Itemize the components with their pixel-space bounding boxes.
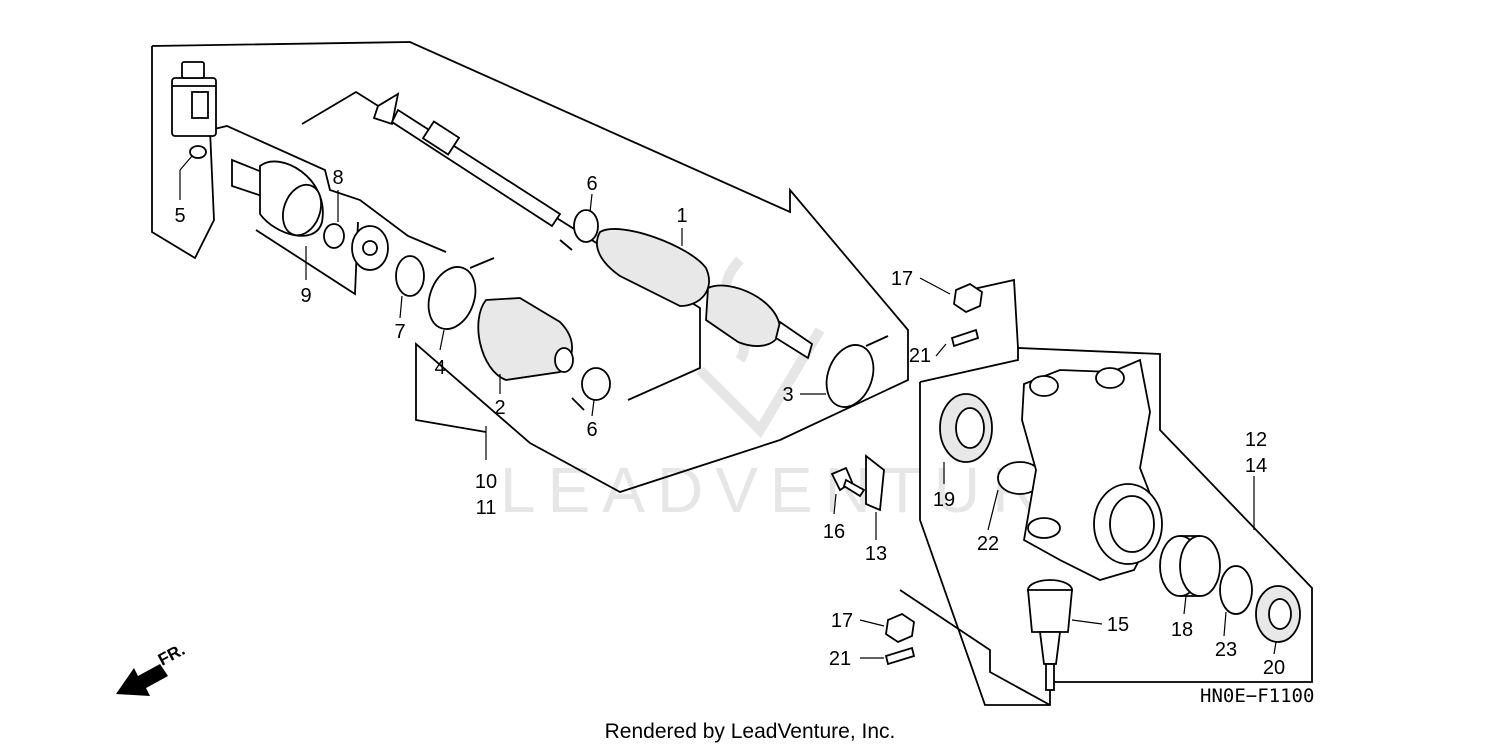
callout-12: 12 xyxy=(1245,429,1267,451)
ball-joint-15 xyxy=(1027,579,1073,691)
brake-hose-clamp-13 xyxy=(865,454,885,512)
circlip-7 xyxy=(395,255,425,297)
boot-band-6-upper xyxy=(559,209,599,251)
oil-seal-20 xyxy=(1255,585,1301,643)
driveshaft xyxy=(372,92,562,228)
callout-22: 22 xyxy=(977,533,999,555)
cotter-pin-21-lower xyxy=(884,646,916,666)
boot-band-6-lower xyxy=(571,367,611,411)
callout-8: 8 xyxy=(332,167,343,189)
callout-5: 5 xyxy=(174,205,185,227)
o-ring-5 xyxy=(189,145,207,159)
group-outlines xyxy=(151,41,1313,706)
callout-21-upper: 21 xyxy=(909,345,931,367)
callout-20: 20 xyxy=(1263,657,1285,679)
watermark-text: LEADVENTURE xyxy=(500,454,1105,526)
callout-2: 2 xyxy=(494,397,505,419)
callout-14: 14 xyxy=(1245,455,1267,477)
snap-ring-23 xyxy=(1219,565,1253,615)
inner-boot-2 xyxy=(477,297,574,381)
outer-joint xyxy=(705,284,814,360)
callout-11: 11 xyxy=(476,497,497,519)
castle-nut-17-upper xyxy=(953,282,983,314)
callout-4: 4 xyxy=(434,357,445,379)
callout-13: 13 xyxy=(865,543,887,565)
leader-lines xyxy=(179,155,1277,659)
boot-band-3 xyxy=(825,335,889,408)
oil-seal-19 xyxy=(939,393,993,463)
boot-band-4 xyxy=(427,257,495,330)
callout-21-lower: 21 xyxy=(829,648,851,670)
castle-nut-17-lower xyxy=(885,612,915,644)
diagram-code: HN0E−F1100 xyxy=(1200,685,1314,707)
wheel-bearing-18 xyxy=(1159,535,1221,597)
callout-15: 15 xyxy=(1107,614,1129,636)
callout-1: 1 xyxy=(676,205,687,227)
steering-knuckle xyxy=(1021,358,1163,581)
grease-bottle xyxy=(171,61,217,137)
inner-joint-housing xyxy=(231,158,324,237)
callout-6-lower: 6 xyxy=(586,419,597,441)
callout-19: 19 xyxy=(933,489,955,511)
callout-3: 3 xyxy=(782,384,793,406)
callout-9: 9 xyxy=(300,285,311,307)
cotter-pin-21-upper xyxy=(950,328,980,348)
outer-boot-1 xyxy=(596,228,710,307)
callout-6-upper: 6 xyxy=(586,173,597,195)
front-direction-arrow: FR. xyxy=(116,640,188,696)
callout-7: 7 xyxy=(394,321,405,343)
callout-23: 23 xyxy=(1215,639,1237,661)
callout-10: 10 xyxy=(475,471,497,493)
callout-17-lower: 17 xyxy=(831,610,853,632)
callout-16: 16 xyxy=(823,521,845,543)
callout-17-upper: 17 xyxy=(891,268,913,290)
rendered-by-footer: Rendered by LeadVenture, Inc. xyxy=(605,720,896,743)
tripod-spider xyxy=(323,223,389,271)
bolt-16 xyxy=(830,466,866,498)
callout-18: 18 xyxy=(1171,619,1193,641)
